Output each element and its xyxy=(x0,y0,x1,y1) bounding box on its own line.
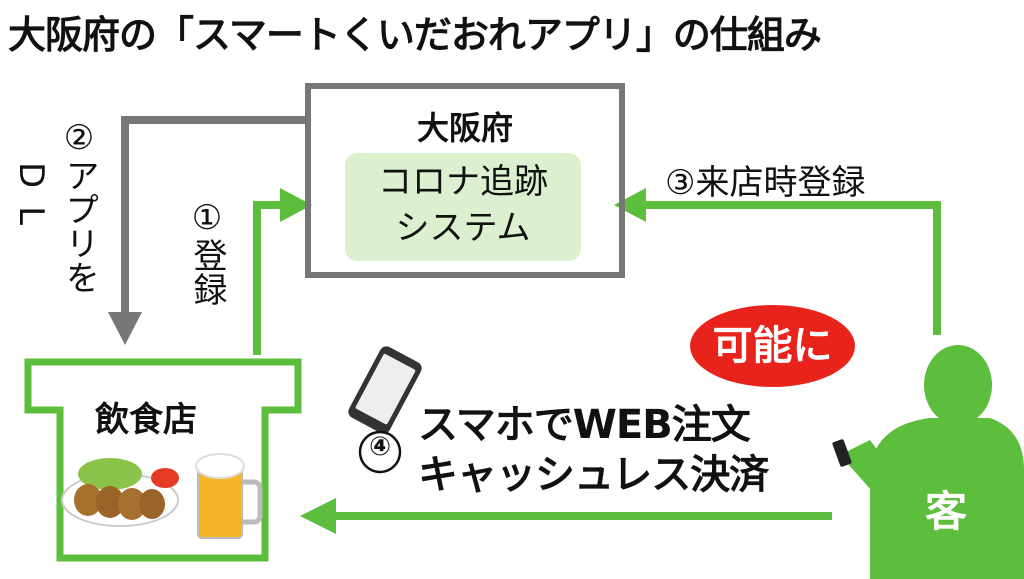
customer-silhouette-icon xyxy=(840,345,1024,579)
step4-line2: キャッシュレス決済 xyxy=(418,452,769,498)
step3-label: ③来店時登録 xyxy=(665,163,866,203)
arrow-head-download xyxy=(108,312,142,345)
osaka-prefecture-box: 大阪府 コロナ追跡 システム xyxy=(305,83,625,278)
food-illustration-icon xyxy=(61,458,179,527)
corona-tracking-system-box: コロナ追跡 システム xyxy=(345,153,581,261)
osaka-label: 大阪府 xyxy=(416,109,513,147)
arrow-register xyxy=(253,201,285,355)
system-line2: システム xyxy=(395,208,531,248)
step2-label: ②アプリを xyxy=(59,118,99,294)
step2-dl-label: DL xyxy=(11,162,51,244)
arrow-head-order xyxy=(300,498,336,534)
arrow-head-visit xyxy=(614,188,646,222)
customer-phone-icon xyxy=(832,439,852,467)
smartphone-icon xyxy=(348,346,422,434)
arrow-visit-register xyxy=(640,201,941,335)
step4-circle xyxy=(358,430,402,474)
arrow-app-download xyxy=(121,116,305,318)
step4-line1: スマホでWEB注文 xyxy=(418,402,751,448)
step4-text: スマホでWEB注文 キャッシュレス決済 xyxy=(418,400,769,500)
step4-number: ④ xyxy=(369,432,392,462)
diagram-title: 大阪府の「スマートくいだおれアプリ」の仕組み xyxy=(8,13,822,57)
possible-badge: 可能に xyxy=(690,305,855,387)
customer-label: 客 xyxy=(925,487,968,536)
beer-mug-icon xyxy=(195,453,263,539)
restaurant-label: 飲食店 xyxy=(95,400,197,440)
arrow-head-register xyxy=(280,188,312,222)
step1-label: ①登録 xyxy=(187,198,227,306)
system-line1: コロナ追跡 xyxy=(378,162,548,202)
